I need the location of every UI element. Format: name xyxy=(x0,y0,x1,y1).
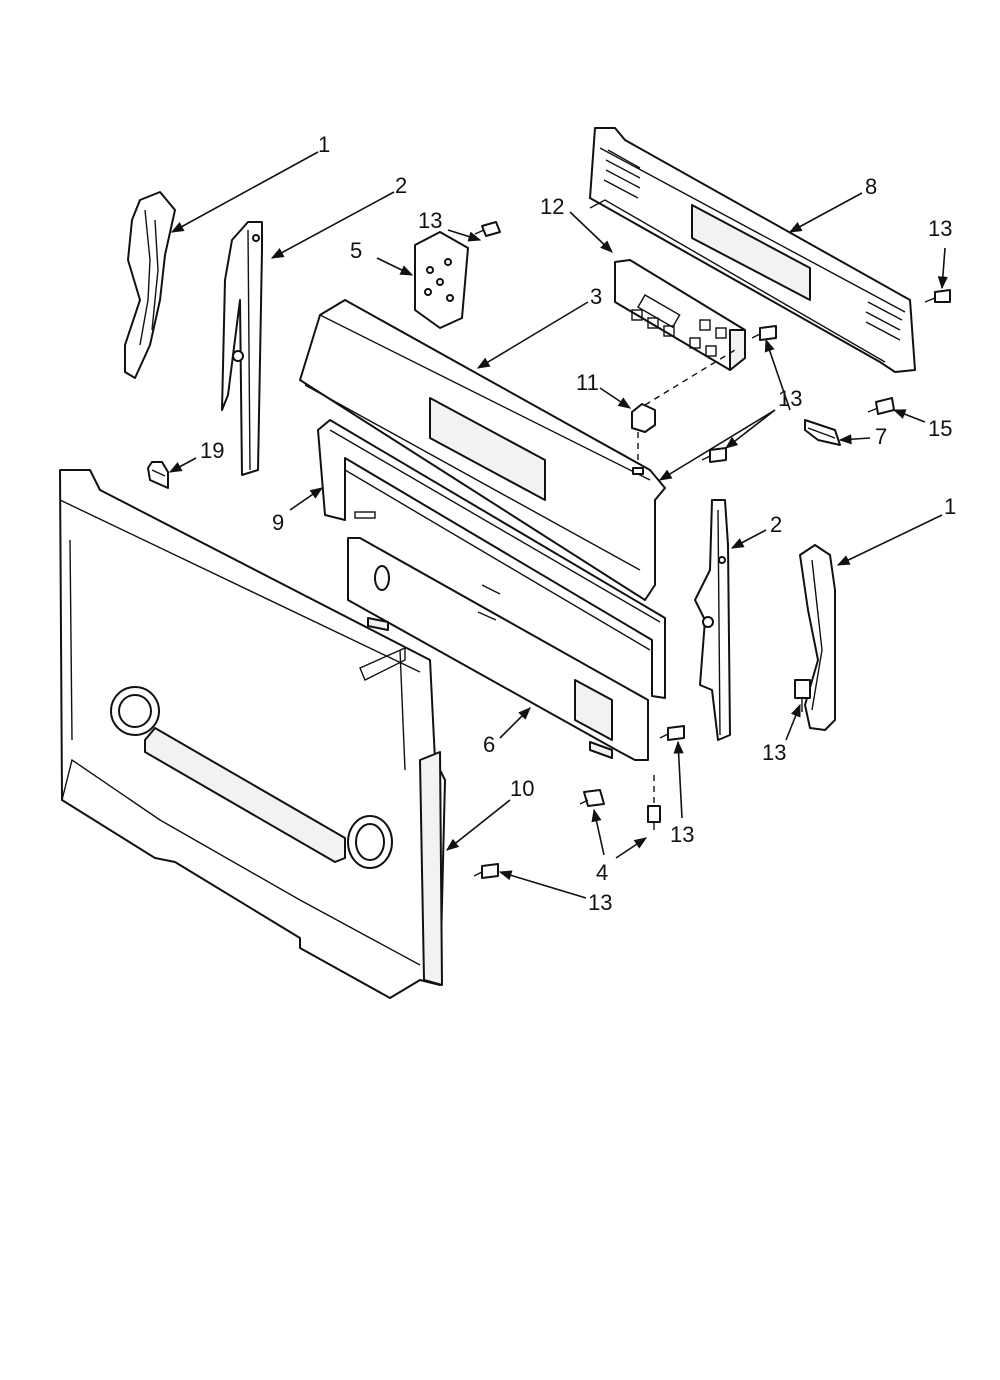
callout-8: 8 xyxy=(865,174,877,199)
callout-2-left: 2 xyxy=(395,173,407,198)
callout-10: 10 xyxy=(510,776,534,801)
callout-5: 5 xyxy=(350,238,362,263)
callout-7: 7 xyxy=(875,424,887,449)
part-1-end-cap-left xyxy=(124,191,176,379)
part-11-switch xyxy=(631,403,656,433)
part-5-mounting-plate xyxy=(414,231,469,329)
screw-13-top-center xyxy=(474,221,501,237)
part-9-frame xyxy=(317,419,666,699)
callout-9: 9 xyxy=(272,510,284,535)
leader-lines xyxy=(168,151,948,899)
callout-3: 3 xyxy=(590,284,602,309)
part-12-electronic-control xyxy=(614,259,746,371)
part-3-control-panel xyxy=(299,299,666,601)
callout-11: 11 xyxy=(576,370,599,395)
callout-4: 4 xyxy=(596,860,608,885)
callout-13-top-center: 13 xyxy=(418,208,442,233)
callout-15: 15 xyxy=(928,416,952,441)
callout-1-left: 1 xyxy=(318,132,330,157)
callout-12: 12 xyxy=(540,194,564,219)
screw-13-right-end-cap xyxy=(794,679,811,712)
screw-15 xyxy=(867,397,895,415)
screw-13-console xyxy=(751,325,777,341)
callout-13-right-lower: 13 xyxy=(762,740,786,765)
callout-19: 19 xyxy=(200,438,224,463)
screw-4-left xyxy=(579,789,605,807)
screw-4-bottom xyxy=(647,805,661,830)
part-19-clip xyxy=(147,461,169,489)
callout-13-right-mid: 13 xyxy=(778,386,802,411)
part-2-side-bracket-right xyxy=(694,499,731,741)
screw-13-bottom xyxy=(473,863,499,879)
callout-1-right: 1 xyxy=(944,494,956,519)
part-6-inner-panel xyxy=(347,537,649,761)
part-7-clip xyxy=(804,419,841,446)
callout-13-bottom: 13 xyxy=(588,890,612,915)
callout-13-lower-center: 13 xyxy=(670,822,694,847)
assembly-line-11-12 xyxy=(644,349,736,406)
part-2-side-bracket-left xyxy=(221,221,263,476)
callout-2-right: 2 xyxy=(770,512,782,537)
screw-13-lower-center xyxy=(659,725,685,741)
part-10-rear-panel xyxy=(59,469,446,999)
screw-13-top-right xyxy=(924,289,951,303)
callout-13-top-right: 13 xyxy=(928,216,952,241)
callout-6: 6 xyxy=(483,732,495,757)
callout-labels: 1 2 13 5 12 8 13 3 11 13 15 7 19 9 2 1 6… xyxy=(200,132,956,915)
part-8-rear-top-panel xyxy=(589,127,916,373)
screw-13-mid xyxy=(701,447,727,463)
part-1-end-cap-right xyxy=(799,544,836,731)
